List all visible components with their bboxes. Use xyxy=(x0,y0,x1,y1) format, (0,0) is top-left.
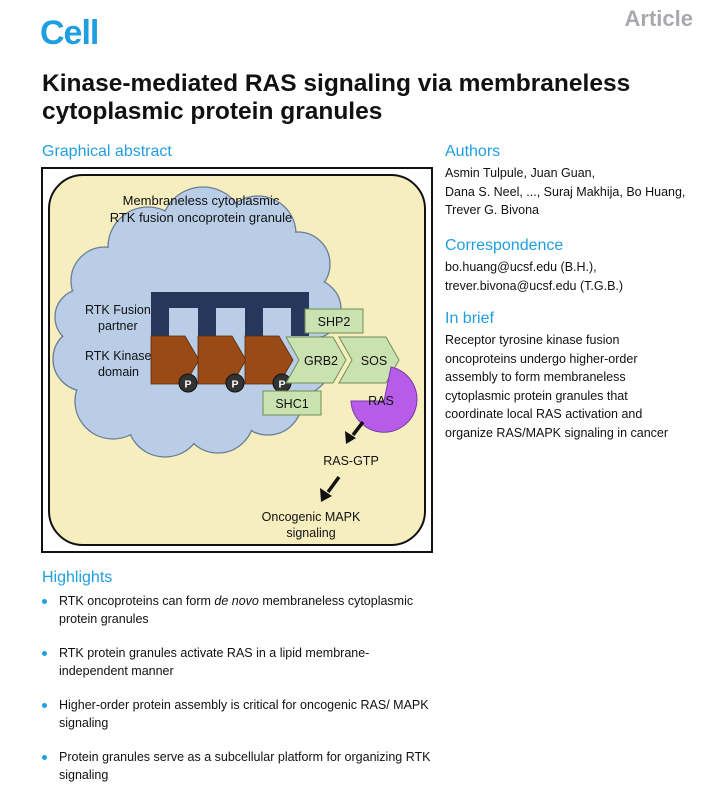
svg-text:SHP2: SHP2 xyxy=(318,315,351,329)
authors-line: Trever G. Bivona xyxy=(445,203,540,217)
svg-text:P: P xyxy=(278,379,285,391)
in-brief-line: oncoproteins undergo higher-order xyxy=(445,351,638,366)
journal-logo: Cell xyxy=(40,14,99,52)
grb2-protein: GRB2 xyxy=(285,336,347,384)
in-brief-line: coordinate local RAS activation and xyxy=(445,407,643,421)
ras-gtp-label: RAS-GTP xyxy=(323,454,379,468)
rtk-kinase-domains xyxy=(150,335,294,385)
correspondence-email-link[interactable]: bo.huang@ucsf.edu (B.H.), xyxy=(445,260,597,274)
phospho-marker-1: P xyxy=(178,373,198,393)
highlights-heading: Highlights xyxy=(42,569,113,586)
granule-label-line2: RTK fusion oncoprotein granule xyxy=(110,210,293,225)
in-brief-heading: In brief xyxy=(445,310,494,327)
highlight-item: Higher-order protein assembly is critica… xyxy=(42,696,432,732)
graphical-abstract-diagram: Membraneless cytoplasmic RTK fusion onco… xyxy=(48,174,426,546)
in-brief-text: Receptor tyrosine kinase fusion oncoprot… xyxy=(445,331,720,442)
arrow-to-ras-gtp xyxy=(345,420,365,444)
highlight-item: RTK oncoproteins can form de novo membra… xyxy=(42,592,432,628)
ras-protein: RAS xyxy=(350,366,418,433)
svg-text:P: P xyxy=(184,379,191,391)
fusion-label-line2: partner xyxy=(98,319,138,333)
authors-line: Dana S. Neel, ..., Suraj Makhija, Bo Hua… xyxy=(445,184,686,199)
article-type-label: Article xyxy=(624,6,693,31)
in-brief-line: cytoplasmic protein granules that xyxy=(445,388,628,403)
svg-text:SHC1: SHC1 xyxy=(275,397,308,411)
article-title: Kinase-mediated RAS signaling via membra… xyxy=(42,70,631,125)
svg-text:SOS: SOS xyxy=(361,354,387,368)
correspondence-emails: bo.huang@ucsf.edu (B.H.), trever.bivona@… xyxy=(445,258,715,295)
correspondence-heading: Correspondence xyxy=(445,237,564,254)
phospho-marker-2: P xyxy=(225,373,245,393)
in-brief-line: Receptor tyrosine kinase fusion xyxy=(445,333,620,347)
granule-label-line1: Membraneless cytoplasmic xyxy=(123,193,280,208)
shp2-protein: SHP2 xyxy=(304,308,364,334)
mapk-label-line1: Oncogenic MAPK xyxy=(262,510,361,524)
highlight-item: Protein granules serve as a subcellular … xyxy=(42,748,432,784)
svg-text:GRB2: GRB2 xyxy=(304,354,338,368)
rtk-fusion-partner-oligomer xyxy=(151,292,309,336)
authors-line: Asmin Tulpule, Juan Guan, xyxy=(445,166,596,180)
svg-text:RAS: RAS xyxy=(368,394,394,408)
in-brief-line: organize RAS/MAPK signaling in cancer xyxy=(445,425,669,440)
authors-list: Asmin Tulpule, Juan Guan, Dana S. Neel, … xyxy=(445,164,715,220)
sos-protein: SOS xyxy=(338,336,400,384)
mapk-label-line2: signaling xyxy=(286,526,335,540)
kinase-label-line2: domain xyxy=(98,365,139,379)
fusion-label-line1: RTK Fusion xyxy=(85,303,151,317)
graphical-abstract-figure: Membraneless cytoplasmic RTK fusion onco… xyxy=(41,167,433,553)
kinase-label-line1: RTK Kinase xyxy=(85,349,152,363)
highlight-item: RTK protein granules activate RAS in a l… xyxy=(42,644,432,680)
in-brief-line: assembly to form membraneless xyxy=(445,370,626,384)
shc1-protein: SHC1 xyxy=(262,390,322,416)
graphical-abstract-heading: Graphical abstract xyxy=(42,143,172,160)
arrow-to-mapk xyxy=(320,475,341,502)
correspondence-email-link[interactable]: trever.bivona@ucsf.edu (T.G.B.) xyxy=(445,278,624,293)
highlights-list: RTK oncoproteins can form de novo membra… xyxy=(42,592,432,802)
svg-text:P: P xyxy=(231,379,238,391)
authors-heading: Authors xyxy=(445,143,501,160)
